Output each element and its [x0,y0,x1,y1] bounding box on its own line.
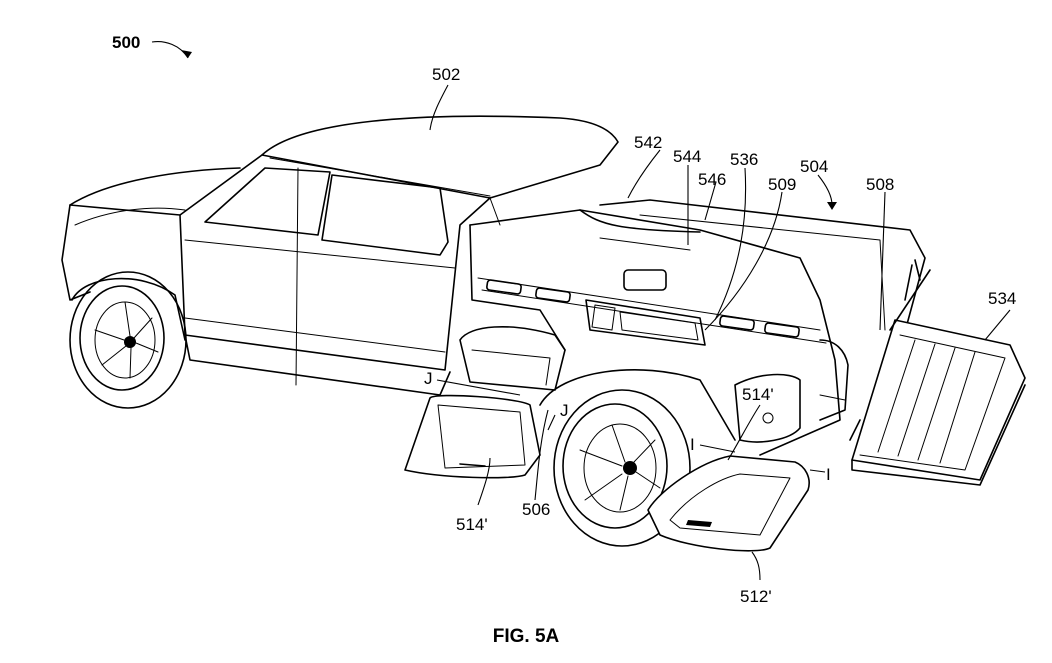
label-509: 509 [768,175,796,194]
label-514-rear: 514' [742,385,774,404]
leader-lines [152,42,1010,580]
label-i-right: I [826,465,831,484]
label-j-top: J [424,369,433,388]
label-j-bottom: J [560,401,569,420]
label-504: 504 [800,157,828,176]
label-514-front: 514' [456,515,488,534]
label-536: 536 [730,150,758,169]
label-546: 546 [698,170,726,189]
label-542: 542 [634,133,662,152]
label-500: 500 [112,33,140,52]
label-534: 534 [988,289,1016,308]
label-512: 512' [740,587,772,606]
label-506: 506 [522,500,550,519]
figure-caption: FIG. 5A [493,626,560,647]
label-544: 544 [673,147,701,166]
label-508: 508 [866,175,894,194]
label-i-left: I [690,435,695,454]
label-502: 502 [432,65,460,84]
